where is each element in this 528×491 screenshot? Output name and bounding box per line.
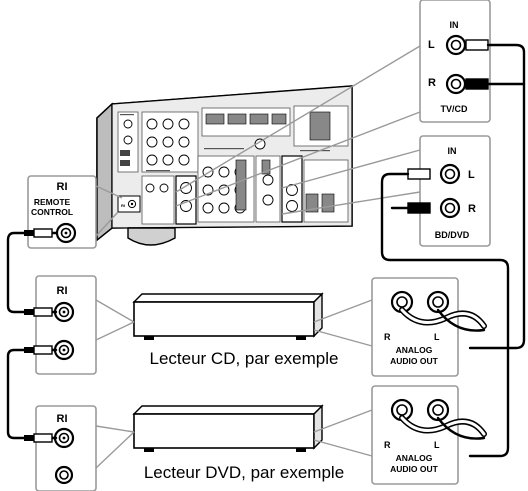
dvd-player: Lecteur DVD, par exemple xyxy=(132,404,344,482)
dvd-player-label: Lecteur DVD, par exemple xyxy=(144,463,344,482)
device-leader-lines xyxy=(95,299,373,469)
panel-ri-label: RI xyxy=(121,203,125,208)
bddvd-in-label: IN xyxy=(448,146,457,156)
audio-cables xyxy=(380,39,526,458)
cd-player-ri-callout: RI xyxy=(35,275,97,375)
tvcd-l-label: L xyxy=(428,39,435,51)
bddvd-r-label: R xyxy=(468,203,476,215)
dvd-audio-out-label: AUDIO OUT xyxy=(390,464,439,474)
tvcd-label: TV/CD xyxy=(441,104,469,114)
cd-out-r-label: R xyxy=(384,332,391,342)
remote-label: REMOTE xyxy=(34,197,71,207)
bd-dvd-input-callout: IN L R BD/DVD xyxy=(419,135,491,247)
tv-cd-input-callout: IN L R TV/CD xyxy=(419,0,491,123)
dvd-player-ri-callout: RI xyxy=(35,405,97,491)
cd-analog-out-callout: R L ANALOG AUDIO OUT xyxy=(371,277,459,377)
dvd-out-r-label: R xyxy=(384,440,391,450)
dvd-ri-label: RI xyxy=(57,413,68,425)
cd-player-label: Lecteur CD, par exemple xyxy=(150,349,339,368)
dvd-out-l-label: L xyxy=(434,440,440,450)
cd-audio-out-label: AUDIO OUT xyxy=(390,356,439,366)
ri-label: RI xyxy=(57,181,68,193)
control-label: CONTROL xyxy=(31,207,73,217)
tvcd-r-label: R xyxy=(428,77,436,89)
cd-out-l-label: L xyxy=(434,332,440,342)
dvd-analog-out-callout: R L ANALOG AUDIO OUT xyxy=(371,385,459,485)
cd-player: Lecteur CD, par exemple xyxy=(132,292,339,368)
leader-lines xyxy=(95,45,421,237)
tvcd-in-label: IN xyxy=(450,20,459,30)
cd-analog-label: ANALOG xyxy=(396,345,433,355)
dvd-analog-label: ANALOG xyxy=(396,453,433,463)
ri-cables xyxy=(6,228,58,443)
cd-ri-label: RI xyxy=(57,285,68,297)
bddvd-label: BD/DVD xyxy=(435,230,470,240)
bddvd-l-label: L xyxy=(468,169,475,181)
